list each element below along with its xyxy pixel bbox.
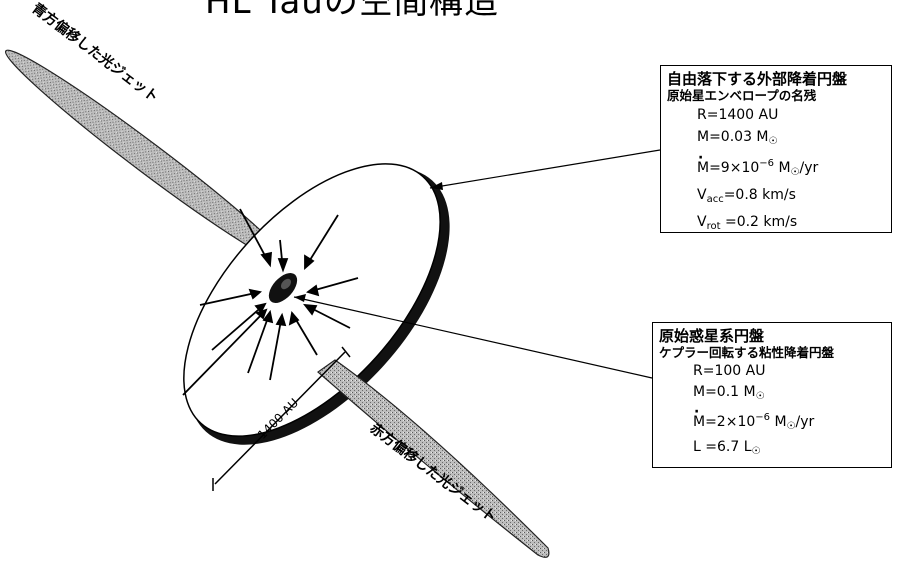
inner-disk-pointer <box>293 296 653 379</box>
outer-disk-vrot: Vrot =0.2 km/s <box>697 214 798 232</box>
outer-disk <box>183 163 441 437</box>
inner-disk-accretion-rate: M=2×10−6 M☉/yr <box>659 402 885 437</box>
outer-disk-heading: 自由落下する外部降着円盤 <box>667 70 848 88</box>
outer-disk-accretion-rate: M=9×10−6 M☉/yr <box>667 147 885 184</box>
outer-disk-radius: R=1400 AU <box>697 107 779 123</box>
outer-disk-info-box: 自由落下する外部降着円盤 原始星エンベロープの名残 R=1400 AU M=0.… <box>660 65 892 233</box>
outer-disk-mass: M=0.03 M☉ <box>697 129 778 147</box>
scale-bar <box>212 346 351 491</box>
inner-disk-info-box: 原始惑星系円盤 ケプラー回転する粘性降着円盤 R=100 AU M=0.1 M☉… <box>652 322 892 468</box>
outer-disk-pointer <box>429 149 661 189</box>
inner-disk-radius: R=100 AU <box>693 363 766 379</box>
protostar <box>281 278 291 290</box>
inner-disk-subheading: ケプラー回転する粘性降着円盤 <box>659 345 835 360</box>
inner-disk-heading: 原始惑星系円盤 <box>659 327 765 345</box>
diagram-title: HL Tauの空間構造 <box>205 0 499 22</box>
outer-disk-subheading: 原始星エンベロープの名残 <box>667 88 817 103</box>
red-jet <box>317 359 550 558</box>
inner-disk-luminosity: L =6.7 L☉ <box>693 439 761 457</box>
inner-disk-mass: M=0.1 M☉ <box>693 384 765 402</box>
outer-disk-vacc: Vacc=0.8 km/s <box>697 187 796 205</box>
infall-arrows <box>182 208 359 396</box>
